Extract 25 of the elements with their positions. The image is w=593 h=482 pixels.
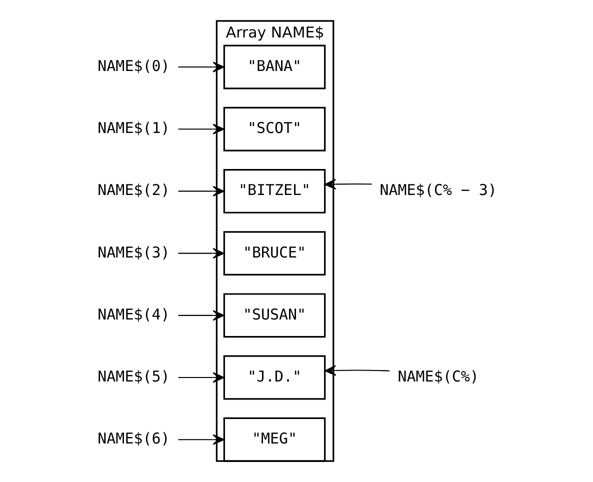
arrow bbox=[324, 178, 372, 190]
node-box: "BRUCE" bbox=[222, 231, 326, 276]
node-box: "SUSAN" bbox=[222, 293, 326, 338]
arrow bbox=[324, 365, 390, 376]
node-text: NAME$(C%) bbox=[397, 367, 478, 386]
node-box: "MEG" bbox=[222, 417, 326, 462]
node-text: NAME$(1) bbox=[97, 119, 170, 138]
arrow bbox=[178, 62, 224, 72]
node-text: NAME$(0) bbox=[97, 56, 170, 75]
node-box: "BANA" bbox=[222, 44, 326, 90]
node-text: NAME$(3) bbox=[97, 243, 170, 262]
arrow bbox=[178, 186, 224, 197]
node-box: "J.D." bbox=[222, 355, 326, 400]
arrow bbox=[178, 310, 224, 321]
node-box: "SCOT" bbox=[222, 106, 326, 152]
node-text: NAME$(6) bbox=[97, 430, 170, 448]
arrow bbox=[178, 124, 224, 134]
node-text: NAME$(5) bbox=[97, 367, 170, 386]
arrow bbox=[178, 434, 224, 445]
arrow bbox=[178, 248, 224, 259]
arrow bbox=[178, 372, 224, 383]
node-text: NAME$(2) bbox=[97, 181, 170, 200]
node-text: NAME$(4) bbox=[97, 305, 170, 324]
node-box: "BITZEL" bbox=[222, 169, 326, 214]
node-text: NAME$(C% − 3) bbox=[379, 181, 496, 200]
